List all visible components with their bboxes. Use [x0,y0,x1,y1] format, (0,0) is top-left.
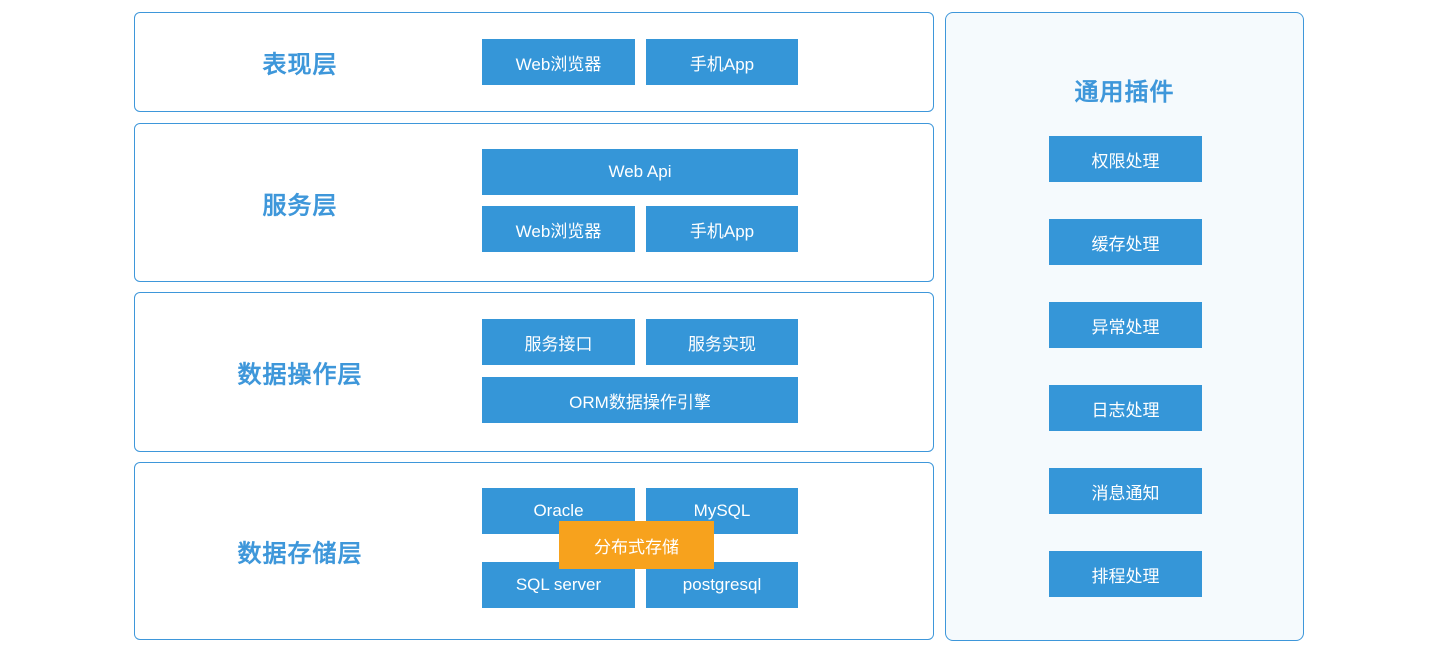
node-oracle: Oracle [482,488,635,534]
panel-common-plugins: 通用插件 权限处理 缓存处理 异常处理 日志处理 消息通知 排程处理 [945,12,1304,641]
node-web-browser: Web浏览器 [482,39,635,85]
layer-title-data-operation: 数据操作层 [237,361,363,389]
node-postgresql: postgresql [646,562,798,608]
layer-data-operation: 数据操作层 服务接口 服务实现 ORM数据操作引擎 [134,292,934,452]
node-sql-server: SQL server [482,562,635,608]
node-permission-handling: 权限处理 [1049,136,1202,182]
node-mobile-app: 手机App [646,39,798,85]
node-schedule-handling: 排程处理 [1049,551,1202,597]
node-web-api: Web Api [482,149,798,195]
layer-title-data-storage: 数据存储层 [237,540,363,568]
layer-service: 服务层 Web Api Web浏览器 手机App [134,123,934,282]
node-message-notification: 消息通知 [1049,468,1202,514]
node-log-handling: 日志处理 [1049,385,1202,431]
layer-presentation: 表现层 Web浏览器 手机App [134,12,934,112]
node-distributed-storage: 分布式存储 [559,521,714,569]
node-exception-handling: 异常处理 [1049,302,1202,348]
node-cache-handling: 缓存处理 [1049,219,1202,265]
node-service-interface: 服务接口 [482,319,635,365]
layer-title-presentation: 表现层 [262,51,338,79]
node-orm-engine: ORM数据操作引擎 [482,377,798,423]
layer-title-service: 服务层 [262,192,338,219]
layer-data-storage: 数据存储层 Oracle MySQL SQL server postgresql… [134,462,934,640]
node-service-implementation: 服务实现 [646,319,798,365]
node-web-browser: Web浏览器 [482,206,635,252]
panel-title: 通用插件 [1074,79,1175,106]
node-mobile-app: 手机App [646,206,798,252]
